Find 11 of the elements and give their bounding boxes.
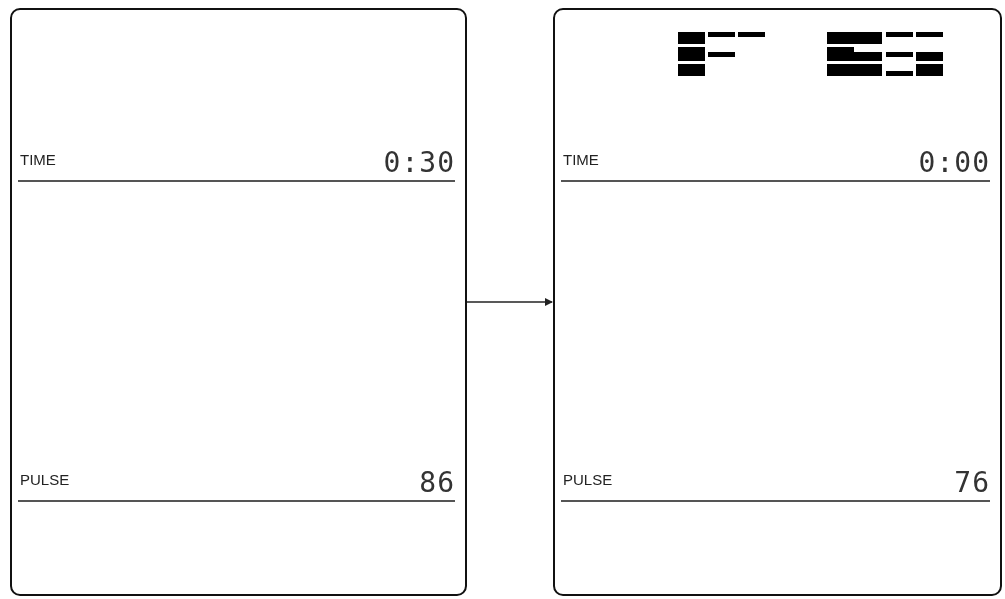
digital-readout: 86 xyxy=(419,469,455,497)
field-label: TIME xyxy=(563,151,599,168)
display-panel xyxy=(553,8,1002,596)
arrow xyxy=(466,298,553,306)
field-label: PULSE xyxy=(20,471,70,488)
field-label: TIME xyxy=(20,151,56,168)
digital-readout: 76 xyxy=(954,469,990,497)
display-panel xyxy=(10,8,467,596)
digital-readout: 0:30 xyxy=(383,149,455,177)
digital-readout: 0:00 xyxy=(918,149,990,177)
field-label: PULSE xyxy=(563,471,613,488)
